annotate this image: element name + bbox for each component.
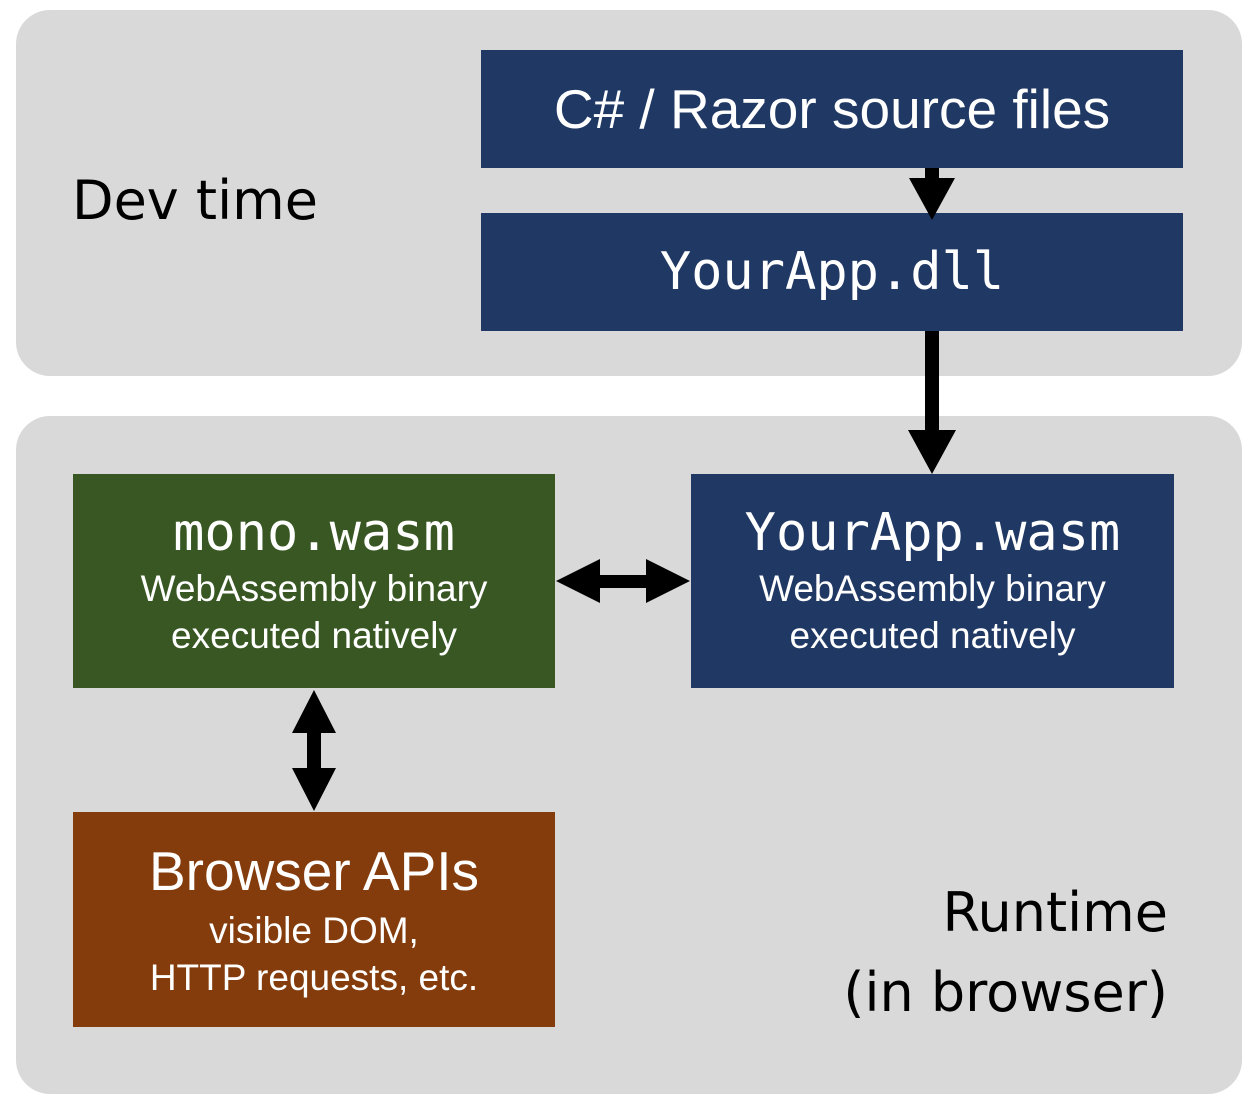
source-files-box: C# / Razor source files bbox=[481, 50, 1183, 168]
runtime-label-line2: (in browser) bbox=[843, 961, 1168, 1024]
mono-wasm-box: mono.wasm WebAssembly binary executed na… bbox=[73, 474, 555, 688]
yourapp-wasm-sub1: WebAssembly binary bbox=[759, 568, 1106, 609]
dll-box: YourApp.dll bbox=[481, 213, 1183, 331]
browser-apis-sub2: HTTP requests, etc. bbox=[149, 956, 479, 998]
arrow-source-to-dll bbox=[909, 168, 955, 220]
runtime-label: Runtime (in browser) bbox=[780, 873, 1168, 1033]
runtime-label-line1: Runtime bbox=[942, 881, 1168, 944]
yourapp-wasm-sub2: executed natively bbox=[789, 615, 1076, 656]
source-files-title: C# / Razor source files bbox=[553, 78, 1111, 140]
browser-apis-box: Browser APIs visible DOM, HTTP requests,… bbox=[73, 812, 555, 1027]
browser-apis-sub1: visible DOM, bbox=[209, 909, 419, 951]
dev-time-label: Dev time bbox=[72, 169, 318, 232]
arrow-mono-yourapp-two-way bbox=[556, 559, 690, 603]
yourapp-wasm-title: YourApp.wasm bbox=[744, 503, 1121, 563]
arrow-mono-browser-two-way bbox=[292, 690, 336, 811]
browser-apis-title: Browser APIs bbox=[148, 839, 480, 902]
dll-title: YourApp.dll bbox=[659, 242, 1005, 302]
mono-wasm-sub2: executed natively bbox=[171, 615, 457, 656]
mono-wasm-sub1: WebAssembly binary bbox=[140, 568, 488, 609]
arrow-dll-to-yourapp-wasm bbox=[908, 331, 956, 474]
yourapp-wasm-box: YourApp.wasm WebAssembly binary executed… bbox=[691, 474, 1174, 688]
mono-wasm-title: mono.wasm bbox=[173, 503, 455, 563]
